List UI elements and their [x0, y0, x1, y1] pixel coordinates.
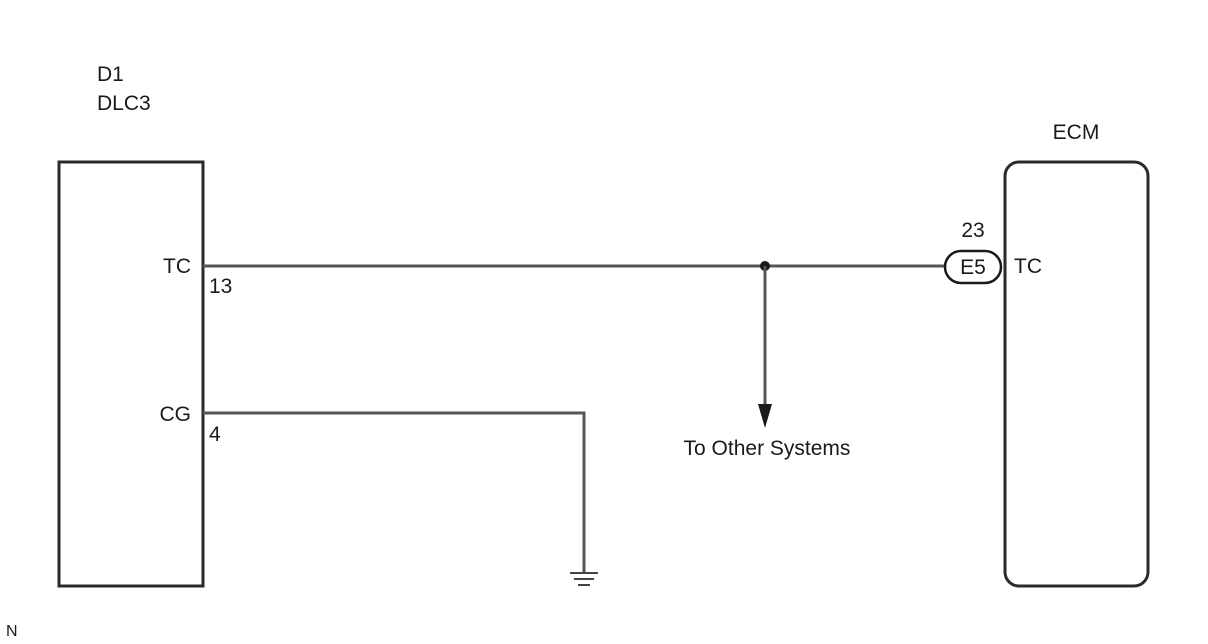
- ecm-connector-code: E5: [960, 256, 986, 279]
- dlc3-pin-cg-label: CG: [160, 403, 192, 426]
- ecm-pin-tc-label: TC: [1014, 255, 1042, 278]
- dlc3-pin-tc-label: TC: [163, 255, 191, 278]
- dlc3-connector-code: D1: [97, 63, 124, 86]
- branch-arrow-icon: [758, 404, 772, 428]
- cg-ground-circuit: [203, 411, 598, 586]
- dlc3-component: D1 DLC3 TC 13 CG 4: [57, 63, 232, 588]
- ecm-name: ECM: [1053, 121, 1100, 144]
- cg-wire: [203, 411, 586, 572]
- dlc3-name: DLC3: [97, 92, 151, 115]
- dlc3-box: [57, 160, 205, 588]
- dlc3-pin-cg-number: 4: [209, 423, 221, 446]
- ecm-connector-outline: [943, 249, 1003, 285]
- ecm-box: [1003, 160, 1150, 588]
- ecm-pin-number: 23: [961, 219, 984, 242]
- branch-label: To Other Systems: [684, 437, 851, 460]
- ecm-connector: 23 E5: [943, 219, 1003, 285]
- tc-branch: To Other Systems: [684, 261, 851, 460]
- ecm-component: ECM TC: [1003, 121, 1150, 588]
- dlc3-pin-tc-number: 13: [209, 275, 232, 298]
- corner-mark: N: [6, 623, 18, 640]
- ground-icon: [570, 572, 598, 586]
